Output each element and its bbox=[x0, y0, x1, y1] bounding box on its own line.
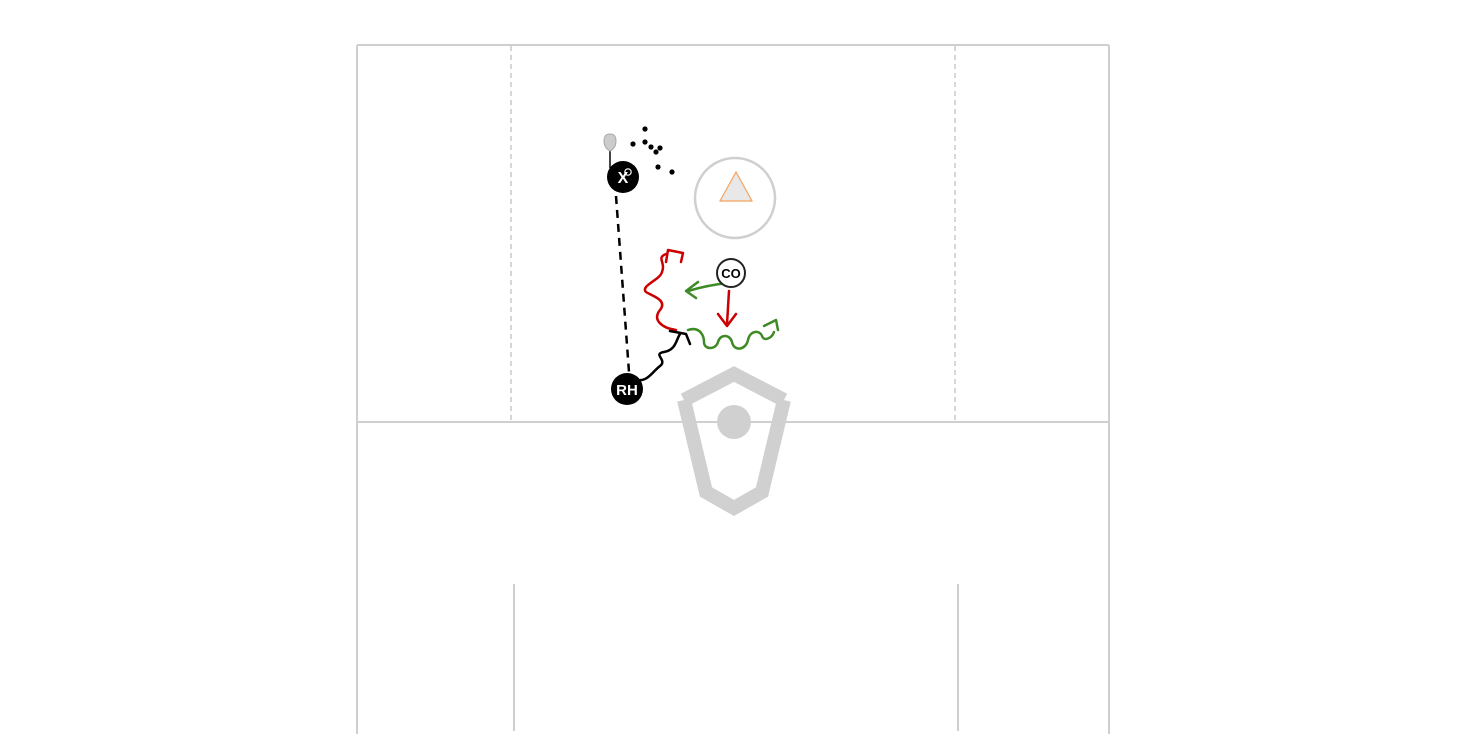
player-rh: RH bbox=[611, 373, 643, 405]
green-dodge-path bbox=[686, 318, 780, 350]
player-x-label: X bbox=[618, 170, 629, 187]
coach-co: CO bbox=[716, 258, 746, 288]
player-x: X bbox=[607, 161, 639, 193]
box-dashed-lines bbox=[510, 46, 956, 421]
player-rh-label: RH bbox=[616, 382, 638, 399]
pass-line bbox=[614, 195, 631, 373]
coach-co-label: CO bbox=[721, 266, 741, 281]
lacrosse-stick-icon bbox=[603, 133, 617, 168]
watermark-logo-icon bbox=[677, 366, 791, 517]
field-lines bbox=[356, 44, 1110, 734]
cone-icon bbox=[718, 170, 754, 202]
red-pass-arrow bbox=[716, 289, 738, 328]
ball-pile-icon bbox=[630, 126, 675, 175]
black-dodge-path bbox=[634, 329, 692, 382]
red-dodge-path bbox=[643, 248, 685, 332]
goal-crease-icon bbox=[693, 156, 777, 240]
